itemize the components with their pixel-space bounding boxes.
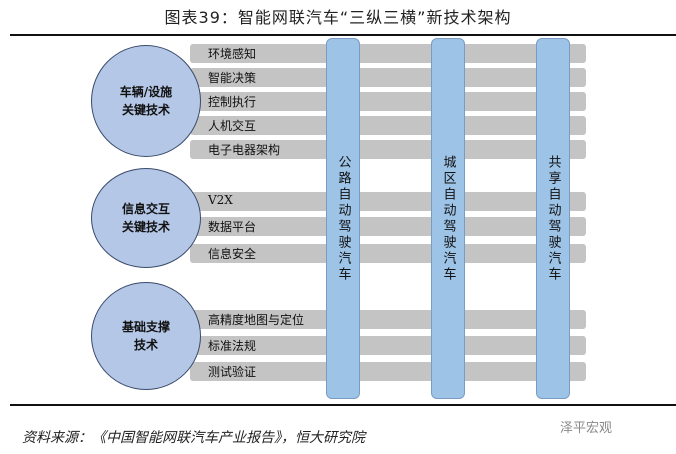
row: 数据平台 [190, 217, 586, 236]
row: 电子电器架构 [190, 140, 586, 159]
row-label: 人机交互 [208, 119, 257, 133]
circle-label: 关键技术 [121, 220, 170, 234]
vertical-column: 城区自动驾驶汽车 [431, 38, 465, 399]
bottom-divider [10, 404, 676, 406]
row-label: 控制执行 [208, 95, 257, 109]
row-label: 数据平台 [208, 220, 257, 234]
row-label: 电子电器架构 [208, 143, 281, 157]
category-circle: 车辆/设施关键技术 [91, 45, 201, 157]
row: 高精度地图与定位 [190, 310, 586, 329]
row-label: 信息安全 [208, 247, 257, 261]
row: V2X [190, 192, 586, 211]
column-label: 公路自动驾驶汽车 [335, 154, 351, 283]
row: 测试验证 [190, 362, 586, 381]
row: 控制执行 [190, 92, 586, 111]
row: 环境感知 [190, 44, 586, 63]
row: 标准法规 [190, 336, 586, 355]
row: 人机交互 [190, 116, 586, 135]
circle-label: 关键技术 [121, 103, 170, 117]
row-label: 环境感知 [208, 47, 257, 61]
top-divider [10, 34, 676, 36]
circle-label: 技术 [133, 338, 158, 352]
vertical-column: 公路自动驾驶汽车 [326, 38, 360, 399]
circle-label: 信息交互 [121, 202, 170, 216]
row: 信息安全 [190, 244, 586, 263]
column-label: 共享自动驾驶汽车 [545, 154, 561, 283]
row-label: 智能决策 [208, 71, 257, 85]
vertical-column: 共享自动驾驶汽车 [536, 38, 570, 399]
circle-label: 基础支撑 [121, 320, 170, 334]
row-label: V2X [208, 193, 233, 207]
watermark: 泽平宏观 [560, 421, 613, 436]
category-circle: 基础支撑技术 [91, 282, 201, 390]
source-note: 资料来源：《中国智能网联汽车产业报告》，恒大研究院 [22, 430, 365, 446]
row-label: 高精度地图与定位 [208, 313, 305, 327]
row-label: 标准法规 [208, 339, 257, 353]
row-label: 测试验证 [208, 365, 257, 379]
column-label: 城区自动驾驶汽车 [440, 154, 456, 283]
category-circle: 信息交互关键技术 [91, 168, 201, 268]
circle-label: 车辆/设施 [119, 85, 173, 99]
figure-title: 图表39：智能网联汽车“三纵三横”新技术架构 [164, 8, 512, 27]
row: 智能决策 [190, 68, 586, 87]
